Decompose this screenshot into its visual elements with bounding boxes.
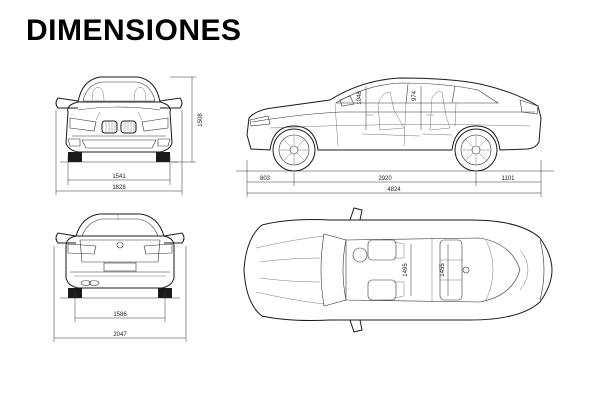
front-overhang-label: 803: [260, 176, 271, 182]
overall-length-label: 4824: [387, 187, 401, 193]
front-view: [55, 76, 183, 163]
top-rear-seat-width-label: 1455: [440, 263, 446, 277]
rear-track-label: 1586: [113, 312, 127, 318]
side-front-seat-height-label: 1048: [357, 91, 363, 105]
rear-view: [55, 213, 185, 299]
height-label: 1508: [198, 113, 204, 127]
front-overall-width-label: 1828: [112, 185, 126, 191]
page-title: DIMENSIONES: [26, 14, 242, 47]
side-view: [236, 77, 554, 172]
front-width-label: 1541: [112, 174, 126, 180]
side-rear-seat-height-label: 974: [412, 90, 418, 101]
rear-overhang-label: 1101: [502, 176, 516, 182]
top-front-seat-width-label: 1495: [403, 263, 409, 277]
side-view-dimension-lines: [246, 160, 542, 197]
front-view-dimension-lines: [55, 76, 196, 195]
top-view: [243, 207, 553, 333]
width-with-mirrors-label: 2047: [113, 332, 127, 338]
rear-view-dimension-lines: [53, 246, 187, 342]
wheelbase-label: 2920: [378, 176, 392, 182]
